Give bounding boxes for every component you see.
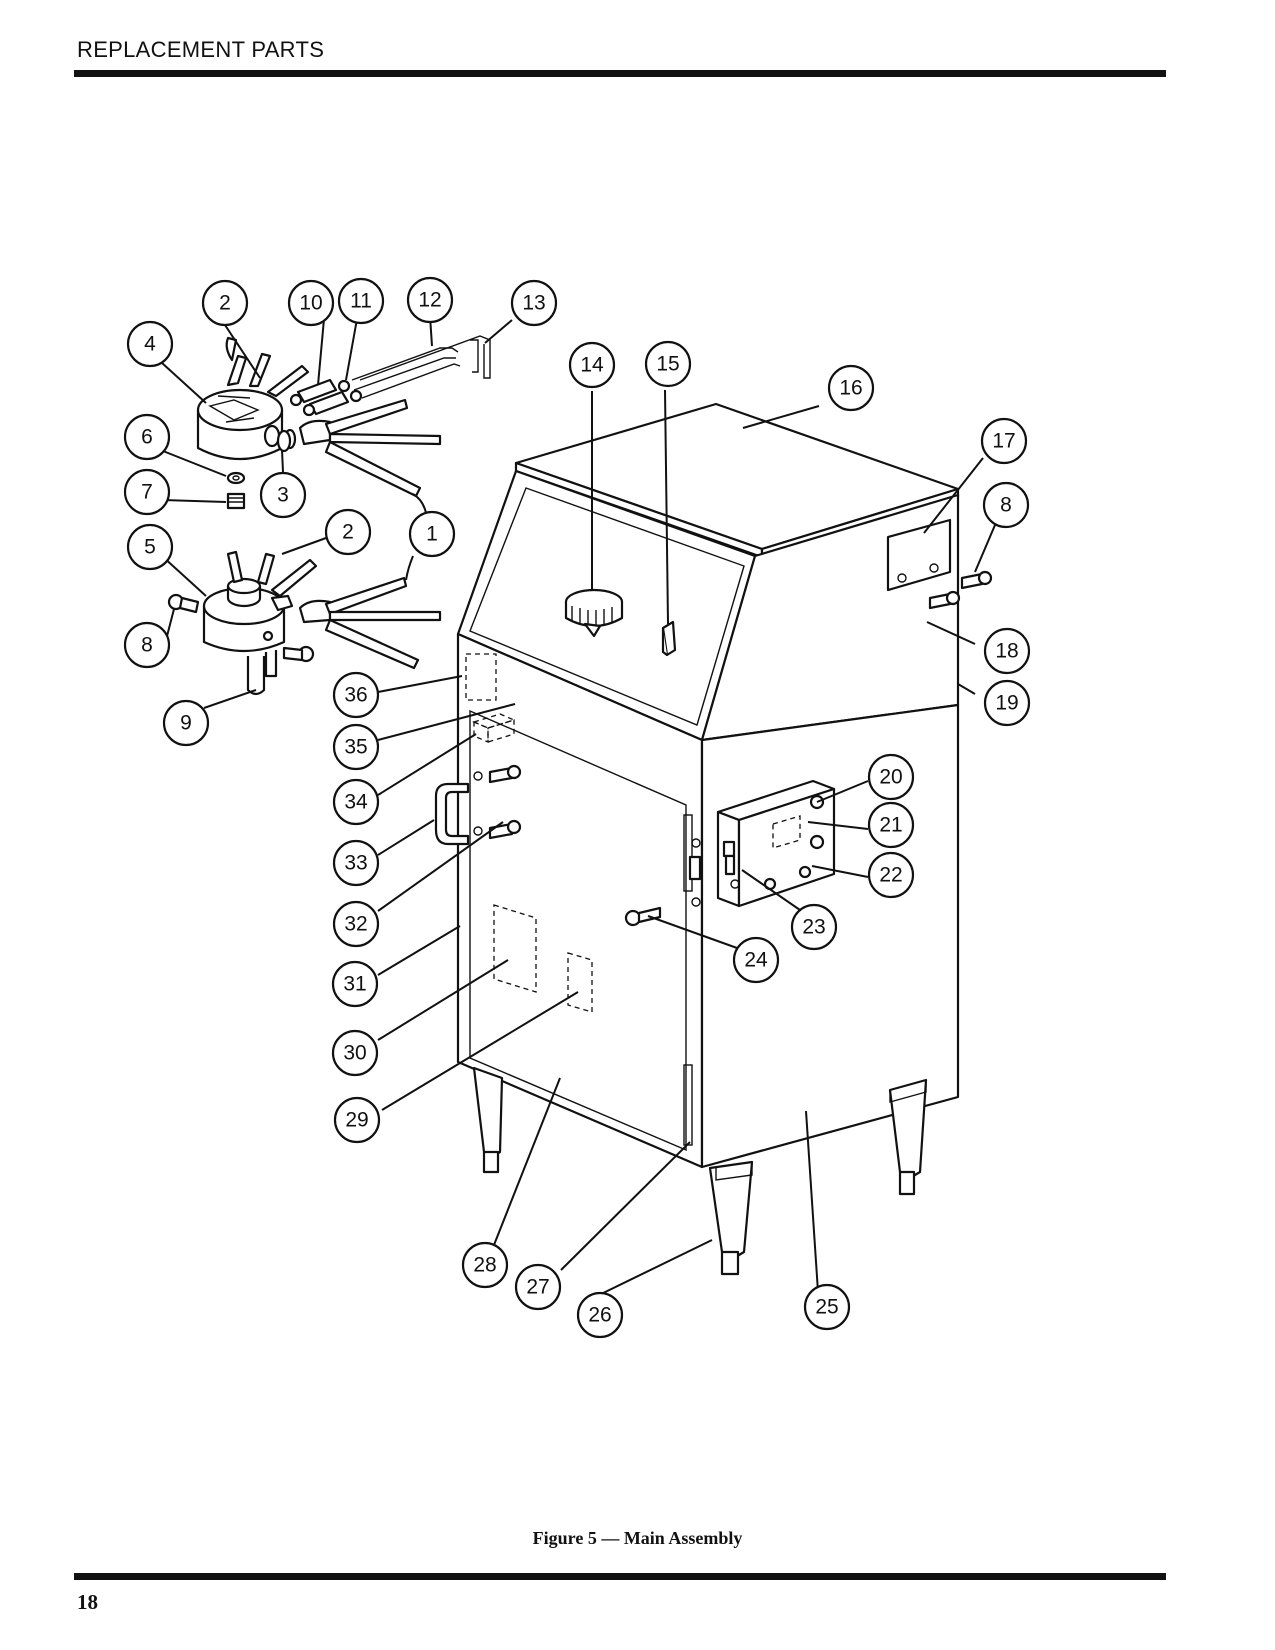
svg-text:17: 17 <box>992 430 1015 453</box>
screw-24 <box>624 906 662 927</box>
callout-36: 36 <box>332 671 380 719</box>
page-number: 18 <box>77 1590 98 1614</box>
callout-25: 25 <box>803 1283 851 1331</box>
svg-text:28: 28 <box>473 1254 496 1277</box>
callout-18: 18 <box>983 627 1031 675</box>
svg-text:27: 27 <box>526 1276 549 1299</box>
hidden-component-36 <box>465 653 497 701</box>
callout-26: 26 <box>576 1291 624 1339</box>
callout-24: 24 <box>732 936 780 984</box>
callout-33: 33 <box>332 839 380 887</box>
tube-fittings <box>289 335 491 417</box>
svg-text:30: 30 <box>343 1042 366 1065</box>
callout-27: 27 <box>514 1263 562 1311</box>
svg-text:32: 32 <box>344 913 367 936</box>
callout-12: 12 <box>406 276 454 324</box>
hose-clamp <box>564 588 624 638</box>
callout-22: 22 <box>867 851 915 899</box>
callout-6: 6 <box>123 413 171 461</box>
callout-23: 23 <box>790 903 838 951</box>
callout-2-lower: 2 <box>324 508 372 556</box>
callout-5: 5 <box>126 523 174 571</box>
callout-35: 35 <box>332 723 380 771</box>
lower-arm-assembly <box>167 550 442 696</box>
washer-and-nut <box>226 471 246 510</box>
svg-text:2: 2 <box>342 521 354 544</box>
svg-text:6: 6 <box>141 426 153 449</box>
spacer-block <box>472 713 516 743</box>
svg-text:8: 8 <box>1000 494 1012 517</box>
svg-text:8: 8 <box>141 634 153 657</box>
callout-4: 4 <box>126 320 174 368</box>
callout-28: 28 <box>461 1241 509 1289</box>
upper-arm-assembly <box>196 336 442 498</box>
callout-30: 30 <box>331 1029 379 1077</box>
screws-8-right <box>928 570 993 610</box>
callout-17: 17 <box>980 417 1028 465</box>
svg-text:31: 31 <box>343 973 366 996</box>
svg-text:29: 29 <box>345 1109 368 1132</box>
callout-3: 3 <box>259 471 307 519</box>
callout-19: 19 <box>983 679 1031 727</box>
header-rule <box>74 70 1166 77</box>
callout-32: 32 <box>332 900 380 948</box>
svg-text:2: 2 <box>219 292 231 315</box>
callout-21: 21 <box>867 801 915 849</box>
callout-14: 14 <box>568 341 616 389</box>
callout-8-left: 8 <box>123 621 171 669</box>
svg-text:4: 4 <box>144 333 156 356</box>
callout-8-right: 8 <box>982 481 1030 529</box>
callout-16: 16 <box>827 364 875 412</box>
callout-15: 15 <box>644 340 692 388</box>
callout-34: 34 <box>332 778 380 826</box>
svg-text:12: 12 <box>418 289 441 312</box>
svg-text:13: 13 <box>522 292 545 315</box>
o-ring <box>276 429 292 453</box>
callout-31: 31 <box>331 960 379 1008</box>
leg-front-left <box>472 1066 504 1160</box>
svg-text:20: 20 <box>879 766 902 789</box>
svg-text:14: 14 <box>580 354 604 377</box>
svg-text:11: 11 <box>350 290 372 313</box>
callout-20: 20 <box>867 753 915 801</box>
svg-text:10: 10 <box>299 292 322 315</box>
mounting-bracket <box>661 620 677 657</box>
leg-back-right <box>888 1078 928 1180</box>
callout-10: 10 <box>287 279 335 327</box>
svg-text:36: 36 <box>344 684 367 707</box>
callout-9: 9 <box>162 699 210 747</box>
svg-text:21: 21 <box>879 814 902 837</box>
svg-text:22: 22 <box>879 864 902 887</box>
svg-text:7: 7 <box>141 481 153 504</box>
junction-box <box>716 779 836 908</box>
figure-caption: Figure 5 — Main Assembly <box>532 1528 743 1548</box>
svg-text:15: 15 <box>656 353 679 376</box>
hidden-component-30 <box>493 904 537 993</box>
svg-text:23: 23 <box>802 916 825 939</box>
callout-1: 1 <box>408 510 456 558</box>
svg-text:34: 34 <box>344 791 368 814</box>
svg-text:1: 1 <box>426 523 438 546</box>
leader-lines <box>161 315 999 1298</box>
svg-text:19: 19 <box>995 692 1018 715</box>
svg-text:35: 35 <box>344 736 367 759</box>
svg-text:33: 33 <box>344 852 367 875</box>
svg-text:9: 9 <box>180 712 192 735</box>
hidden-component-29 <box>567 952 593 1013</box>
callout-11: 11 <box>337 277 385 325</box>
svg-text:24: 24 <box>744 949 768 972</box>
callout-29: 29 <box>333 1096 381 1144</box>
callout-7: 7 <box>123 468 171 516</box>
svg-text:3: 3 <box>277 484 289 507</box>
callout-2-upper: 2 <box>201 279 249 327</box>
svg-text:26: 26 <box>588 1304 611 1327</box>
svg-text:16: 16 <box>839 377 862 400</box>
callout-13: 13 <box>510 279 558 327</box>
footer-rule <box>74 1573 1166 1580</box>
svg-text:18: 18 <box>995 640 1018 663</box>
svg-text:25: 25 <box>815 1296 838 1319</box>
svg-text:5: 5 <box>144 536 156 559</box>
page-header-title: REPLACEMENT PARTS <box>77 37 325 62</box>
